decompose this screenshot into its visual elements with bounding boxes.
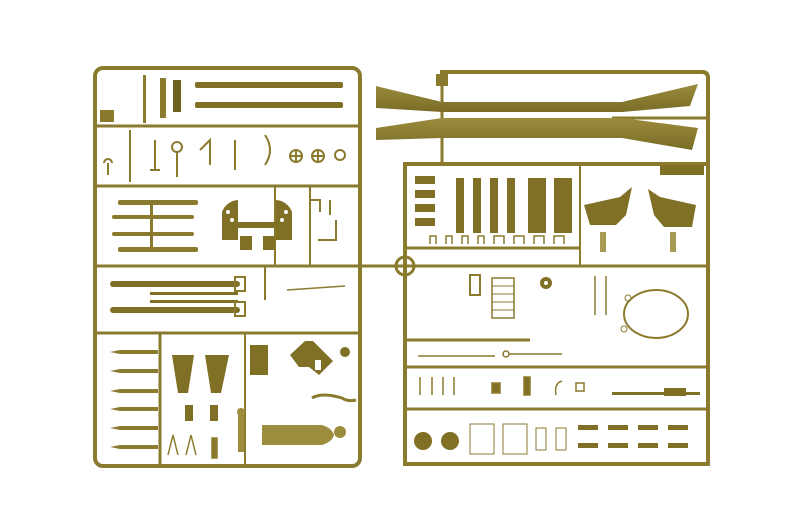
linkage-parts	[310, 199, 337, 241]
projectiles	[110, 350, 158, 449]
small-brackets	[429, 235, 565, 244]
sprue-tab	[436, 74, 448, 86]
small-fittings	[418, 350, 585, 396]
side-plates	[415, 165, 704, 233]
small-tools	[167, 434, 218, 459]
ammo-boxes	[578, 425, 688, 448]
long-bars	[100, 75, 343, 123]
control-panels	[222, 200, 292, 250]
rotor-blades	[376, 84, 698, 150]
grille-wheel-ring	[469, 274, 689, 339]
barrels	[110, 276, 346, 317]
crew-figure	[237, 393, 357, 452]
right-sprue-frame	[403, 70, 710, 466]
seat-shells	[584, 187, 696, 252]
wheels	[414, 432, 459, 450]
box-panel	[250, 345, 268, 375]
machine-gun	[612, 388, 700, 396]
frames	[469, 423, 567, 455]
tapered-boxes	[172, 355, 229, 421]
left-sprue-frame	[93, 66, 400, 468]
small-levers-gauges	[103, 130, 346, 182]
rod-assembly	[112, 200, 198, 252]
hatch-plate	[290, 341, 350, 375]
